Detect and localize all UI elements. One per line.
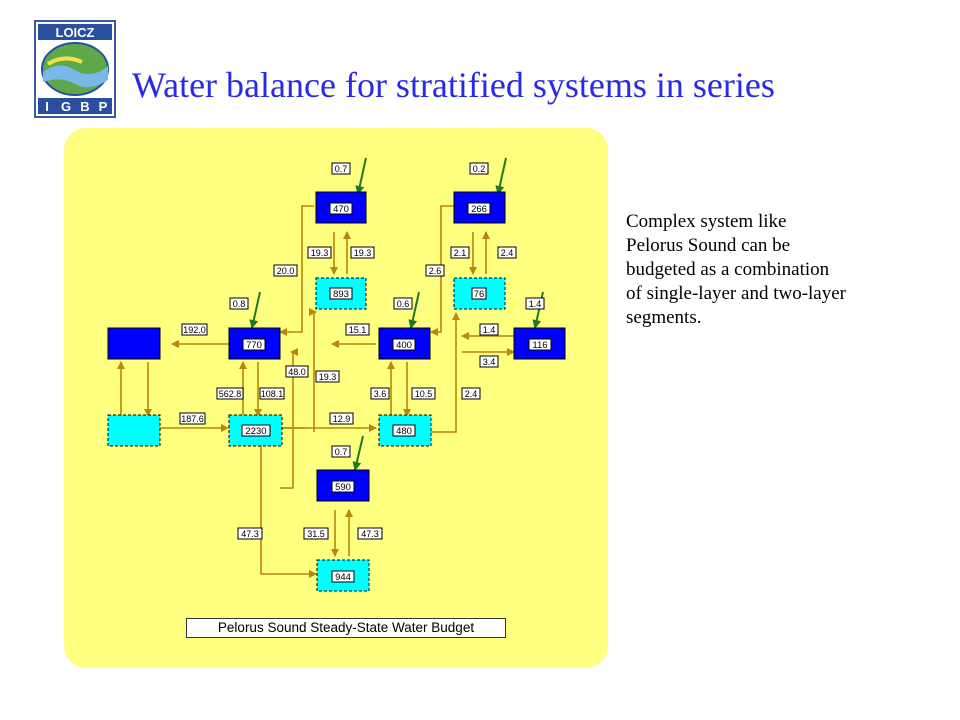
box-76-label: 76 (474, 289, 485, 300)
box-470-label: 470 (333, 204, 349, 215)
flow-3-4: 3.4 (483, 357, 496, 367)
logo-letter-i: I (45, 99, 49, 114)
flow-input-266: 0.2 (473, 164, 486, 174)
logo-top-text: LOICZ (56, 25, 95, 40)
description-line: Complex system like (626, 211, 787, 232)
description-line: Pelorus Sound can be (626, 235, 791, 256)
diagram-caption: Pelorus Sound Steady-State Water Budget (186, 618, 506, 638)
diagram-panel: 770 2230 470 893 266 76 400 480 116 590 … (64, 128, 608, 668)
flow-192: 192.0 (183, 325, 206, 335)
flow-12-9: 12.9 (333, 414, 351, 424)
flow-2-4: 2.4 (465, 389, 478, 399)
flow-770-down: 562.8 (219, 389, 242, 399)
description-line: segments. (626, 307, 702, 328)
flow-19-3-mid: 19.3 (319, 372, 337, 382)
box-770-label: 770 (246, 340, 262, 351)
description-text: Complex system like Pelorus Sound can be… (626, 210, 946, 330)
flow-1-4: 1.4 (483, 325, 496, 335)
unlabeled-surface-box (107, 327, 161, 360)
flow-400-down: 3.6 (374, 389, 387, 399)
logo-letter-g: G (61, 99, 71, 114)
flow-input-590: 0.7 (335, 447, 348, 457)
flow-187-6: 187.6 (181, 414, 204, 424)
flow-590-down: 31.5 (307, 529, 325, 539)
flow-590-up: 47.3 (361, 529, 379, 539)
box-944-label: 944 (335, 572, 351, 583)
flow-15-1: 15.1 (349, 325, 367, 335)
unlabeled-deep-box (107, 414, 161, 447)
flow-input-116: 1.4 (529, 299, 542, 309)
box-266-label: 266 (471, 204, 487, 215)
loicz-igbp-logo: LOICZ I G B P (34, 20, 116, 118)
logo-letter-b: B (80, 99, 89, 114)
slide-title: Water balance for stratified systems in … (132, 65, 775, 105)
logo-letter-p: P (99, 99, 108, 114)
flow-20: 20.0 (277, 266, 295, 276)
flow-400-up: 10.5 (415, 389, 433, 399)
flow-48: 48.0 (288, 367, 306, 377)
box-400-label: 400 (396, 340, 412, 351)
flow-470-up: 19.3 (354, 248, 372, 258)
flow-2-6: 2.6 (429, 266, 442, 276)
flow-266-up: 2.4 (501, 248, 514, 258)
flow-input-400: 0.6 (397, 299, 410, 309)
flow-266-down: 2.1 (454, 248, 467, 258)
flow-470-down: 19.3 (311, 248, 329, 258)
flow-770-up: 108.1 (261, 389, 284, 399)
box-480-label: 480 (396, 426, 412, 437)
box-590-label: 590 (335, 482, 351, 493)
flow-input-470: 0.7 (335, 164, 348, 174)
description-line: of single-layer and two-layer (626, 283, 846, 304)
water-budget-diagram: 770 2230 470 893 266 76 400 480 116 590 … (107, 157, 566, 592)
box-116-label: 116 (532, 340, 547, 351)
flow-47-3-left: 47.3 (241, 529, 259, 539)
flow-input-770: 0.8 (233, 299, 246, 309)
box-2230-label: 2230 (245, 426, 266, 437)
description-line: budgeted as a combination (626, 259, 830, 280)
box-893-label: 893 (333, 289, 349, 300)
